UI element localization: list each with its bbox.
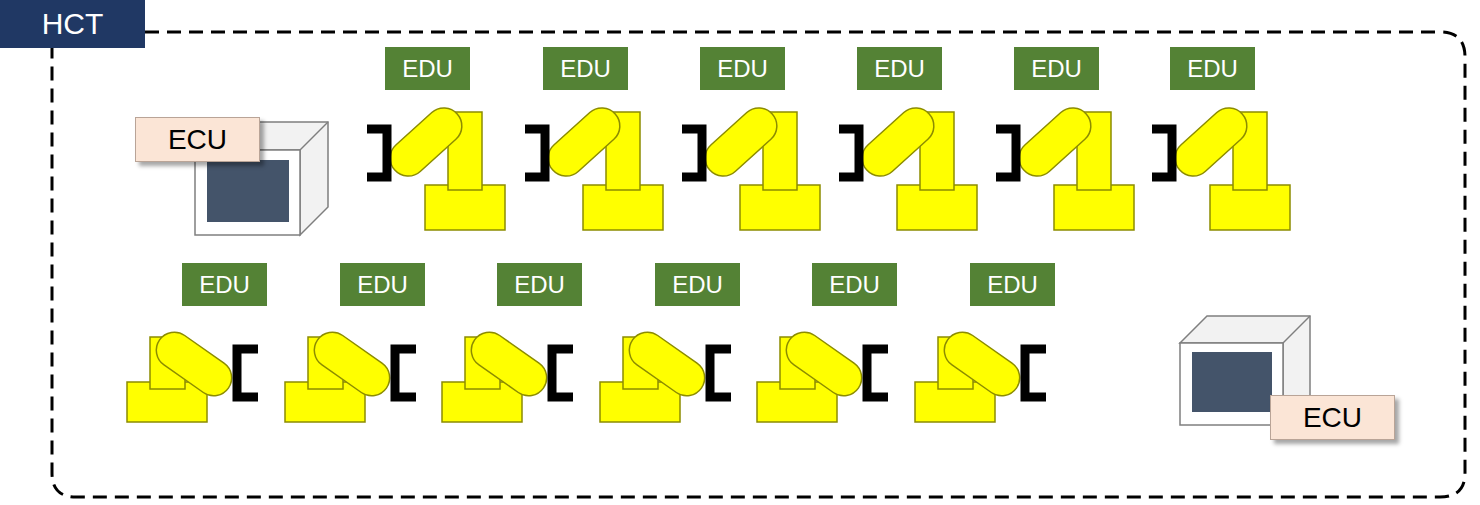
ecu-label-box: ECU [1270, 395, 1395, 440]
edu-label-box: EDU [1170, 47, 1255, 90]
unit-label: EDU [560, 55, 611, 83]
edu-label-box: EDU [857, 47, 942, 90]
edu-label-box: EDU [812, 263, 897, 306]
unit-label: EDU [672, 271, 723, 299]
edu-label-box: EDU [340, 263, 425, 306]
edu-label-box: EDU [970, 263, 1055, 306]
unit-label: EDU [199, 271, 250, 299]
edu-label-box: EDU [182, 263, 267, 306]
robot-arms-top [367, 101, 1290, 230]
edu-label-box: EDU [1014, 47, 1099, 90]
edu-label-box: EDU [655, 263, 740, 306]
unit-label: ECU [168, 124, 227, 156]
unit-label: EDU [717, 55, 768, 83]
ecu-label-box: ECU [135, 117, 260, 162]
robot-arms-bottom [127, 325, 1046, 422]
unit-label: EDU [357, 271, 408, 299]
unit-label: EDU [402, 55, 453, 83]
edu-label-box: EDU [700, 47, 785, 90]
edu-label-box: EDU [385, 47, 470, 90]
edu-label-box: EDU [497, 263, 582, 306]
group-title: HCT [0, 0, 145, 48]
edu-label-box: EDU [543, 47, 628, 90]
unit-label: EDU [874, 55, 925, 83]
unit-label: EDU [514, 271, 565, 299]
unit-label: EDU [1187, 55, 1238, 83]
unit-label: EDU [987, 271, 1038, 299]
unit-label: EDU [1031, 55, 1082, 83]
unit-label: EDU [829, 271, 880, 299]
dashed-border [52, 32, 1465, 497]
unit-label: ECU [1303, 402, 1362, 434]
